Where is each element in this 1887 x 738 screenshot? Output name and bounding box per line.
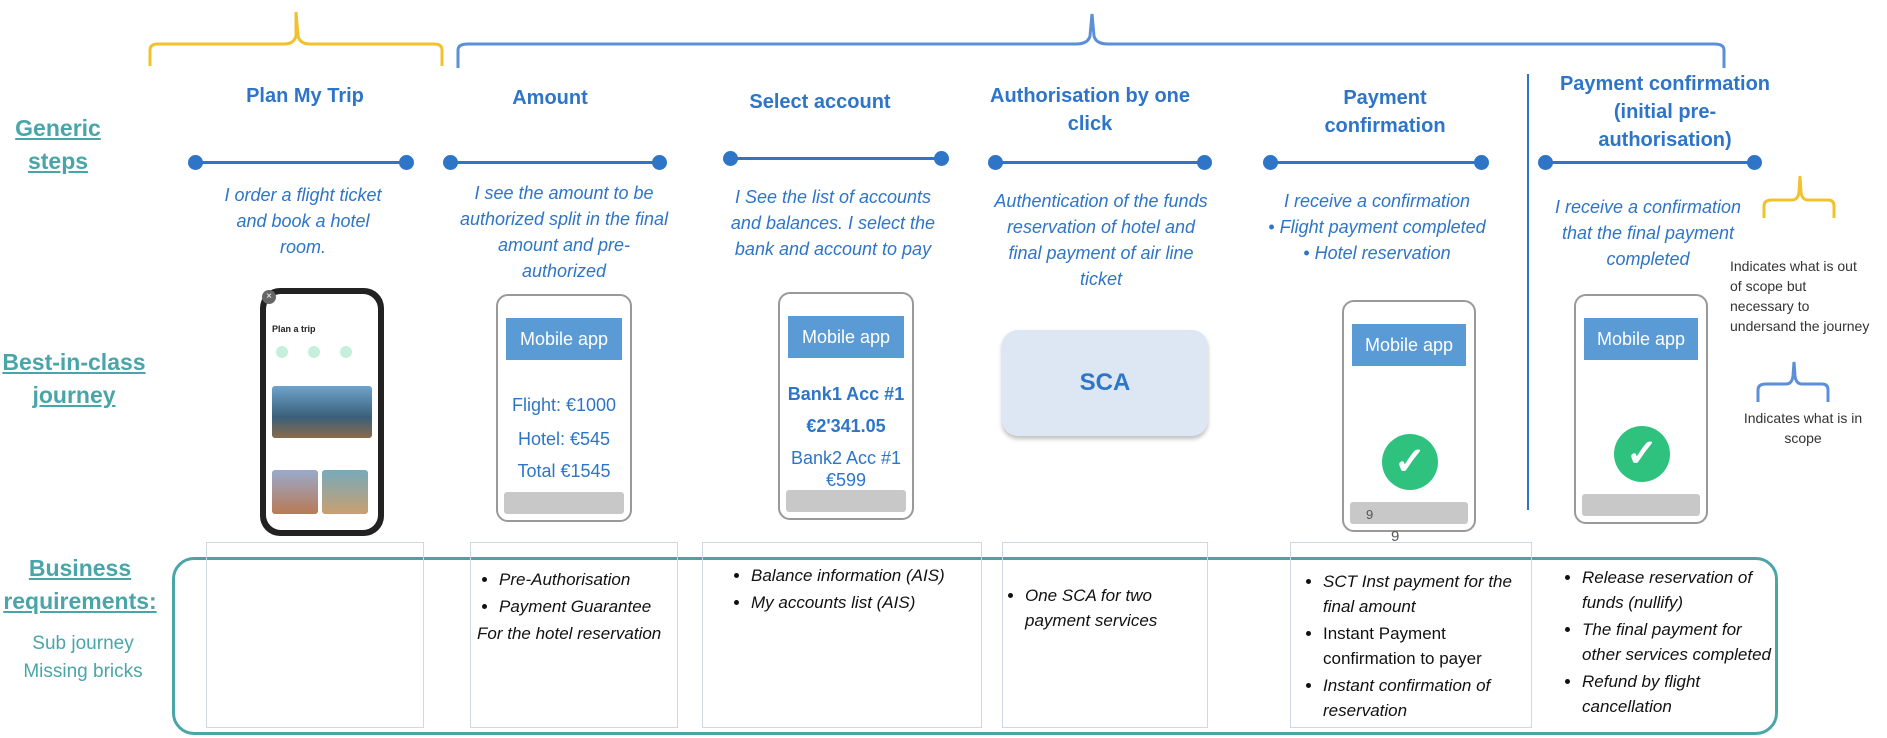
amount-total: Total €1545 [517,461,611,481]
sub-journey-label: Sub journey [32,633,134,654]
desc-authorisation: Authentication of the funds reservation … [994,191,1208,289]
generic-steps-label: Generic steps [15,115,101,174]
sca-box: SCA [1002,330,1208,436]
step-title-select-account: Select account [749,91,891,113]
req-box-select-account: Balance information (AIS) My accounts li… [702,542,982,728]
req-item: Payment Guarantee [499,594,673,619]
amount-mobile-app: Mobile app [506,318,622,360]
desc-initial-preauth: I receive a confirmation that the final … [1554,197,1742,269]
step-title-authorisation: Authorisation by one click [990,85,1190,135]
req-box-authorisation: One SCA for two payment services [1002,542,1208,728]
preauth-mobile-app: Mobile app [1584,318,1698,360]
account-bank2-balance: €599 [825,470,867,490]
best-journey-label: Best-in-class journey [2,349,146,408]
requirements-container [172,557,1778,735]
desc-select-account: I See the list of accounts and balances.… [730,187,936,259]
confirm-bullet-flight: Flight payment completed [1262,214,1492,240]
req-item: Instant confirmation of reservation [1323,673,1527,723]
desc-payment-confirmation-list: Flight payment completed Hotel reservati… [1262,214,1492,266]
req-item: SCT Inst payment for the final amount [1323,569,1527,619]
desc-payment-confirmation: I receive a confirmation Flight payment … [1262,188,1492,266]
timeline-amount [443,155,667,170]
step-title-plan: Plan My Trip [246,85,364,107]
plan-trip-phone: Plan a trip × [260,288,384,536]
step-title-payment-confirmation: Payment confirmation [1324,87,1446,137]
req-item: Pre-Authorisation [499,567,673,592]
business-requirements-label: Business requirements: [3,555,157,614]
accounts-phone: Mobile app Bank1 Acc #1 €2'341.05 Bank2 … [778,292,914,520]
confirmation-mobile-app: Mobile app [1352,324,1466,366]
plan-trip-screen: Plan a trip [266,294,378,530]
preauth-phone-home-bar [1582,494,1700,516]
plan-trip-icon-row [276,346,368,358]
trip-photo-3 [322,470,368,514]
confirmation-phone-number-below: 9 [1391,528,1400,545]
req-item: Instant Payment confirmation to payer [1323,621,1527,671]
missing-bricks-label: Missing bricks [23,661,143,682]
req-item: Release reservation of funds (nullify) [1582,565,1780,615]
req-list-authorisation: One SCA for two payment services [1003,583,1203,633]
plan-trip-header: Plan a trip [272,324,316,334]
flights-icon [276,346,288,358]
account-bank1-balance: €2'341.05 [806,416,886,436]
req-list-amount: Pre-Authorisation Payment Guarantee [477,567,673,619]
legend-in-scope-brace [1756,361,1830,402]
step-title-amount: Amount [512,87,588,109]
vertical-divider [1527,74,1529,510]
req-box-initial-preauth: Release reservation of funds (nullify) T… [1545,562,1785,734]
req-box-payment-confirmation: SCT Inst payment for the final amount In… [1290,542,1532,728]
check-icon: ✓ [1382,434,1438,490]
out-of-scope-brace [148,11,444,66]
amount-phone-home-bar [504,492,624,514]
accounts-phone-home-bar [786,490,906,512]
req-list-payment-confirmation: SCT Inst payment for the final amount In… [1301,569,1527,723]
amount-flight: Flight: €1000 [511,395,617,415]
timeline-select-account [723,151,949,166]
legend-out-of-scope-text: Indicates what is out of scope but neces… [1730,258,1870,334]
timeline-authorisation [988,155,1212,170]
amount-hotel: Hotel: €545 [517,429,611,449]
timeline-payment-confirmation [1263,155,1489,170]
req-item: One SCA for two payment services [1025,583,1203,633]
trip-photo-2 [272,470,318,514]
timeline-initial-preauth [1538,155,1762,170]
cars-icon [340,346,352,358]
req-item: The final payment for other services com… [1582,617,1780,667]
preauth-phone: Mobile app ✓ [1574,294,1708,524]
req-item: Refund by flight cancellation [1582,669,1780,719]
legend-in-scope-text: Indicates what is in scope [1743,410,1863,446]
desc-payment-confirmation-text: I receive a confirmation [1283,191,1471,211]
req-list-select-account: Balance information (AIS) My accounts li… [729,563,977,615]
req-box-amount: Pre-Authorisation Payment Guarantee For … [470,542,678,728]
legend-out-of-scope-brace [1762,175,1836,218]
req-list-initial-preauth: Release reservation of funds (nullify) T… [1560,565,1780,719]
trip-photo-1 [272,386,372,438]
req-item: Balance information (AIS) [751,563,977,588]
accounts-mobile-app: Mobile app [788,316,904,358]
req-note-amount: For the hotel reservation [477,624,662,643]
step-title-initial-preauth: Payment confirmation (initial pre-author… [1559,73,1771,151]
req-box-plan [206,542,424,728]
close-icon[interactable]: × [262,290,276,304]
account-bank2: Bank2 Acc #1 [790,448,902,468]
desc-plan: I order a flight ticket and book a hotel… [224,185,382,257]
confirmation-phone: Mobile app ✓ 9 [1342,300,1476,532]
check-icon: ✓ [1614,426,1670,482]
account-bank1: Bank1 Acc #1 [787,384,905,404]
amount-phone: Mobile app Flight: €1000 Hotel: €545 Tot… [496,294,632,522]
timeline-plan [188,155,414,170]
req-item: My accounts list (AIS) [751,590,977,615]
confirmation-phone-home-bar [1350,502,1468,524]
confirm-bullet-hotel: Hotel reservation [1262,240,1492,266]
in-scope-brace [456,13,1726,68]
hotels-icon [308,346,320,358]
desc-amount: I see the amount to be authorized split … [459,183,669,281]
confirmation-phone-number: 9 [1366,507,1374,522]
